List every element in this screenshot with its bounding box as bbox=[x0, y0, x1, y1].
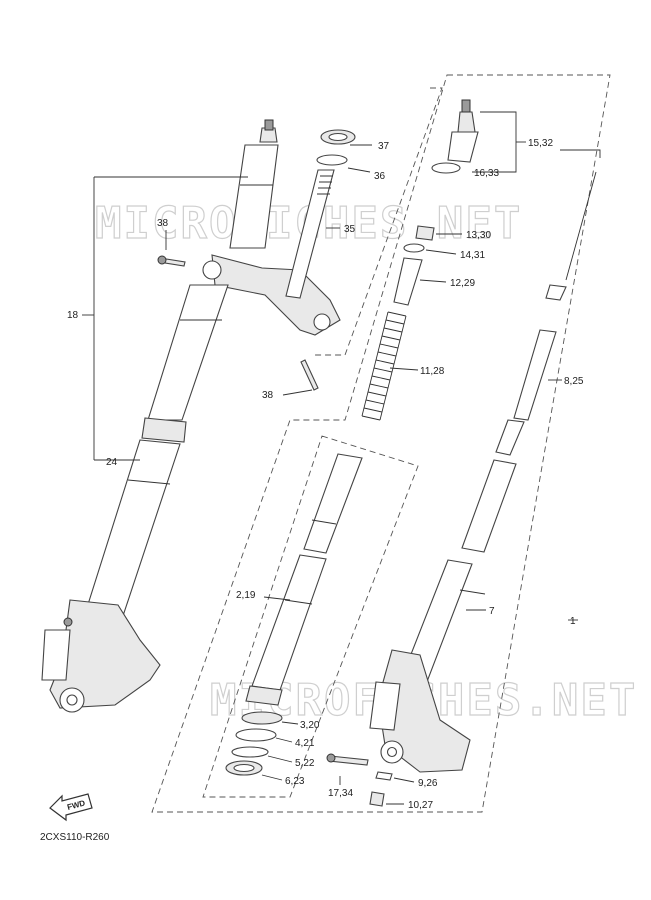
callout-16-33: 16,33 bbox=[474, 168, 499, 179]
callout-15-32: 15,32 bbox=[528, 138, 553, 149]
callout-6-23: 6,23 bbox=[285, 776, 305, 787]
callout-10-27: 10,27 bbox=[408, 800, 433, 811]
callout-7: 7 bbox=[489, 606, 495, 617]
callout-14-31: 14,31 bbox=[460, 250, 485, 261]
group-outline-inner-tube bbox=[202, 435, 419, 798]
callout-17-34: 17,34 bbox=[328, 788, 353, 799]
fork-spring bbox=[361, 311, 407, 421]
diagram-code: 2CXS110-R260 bbox=[40, 832, 110, 843]
callout-8-25: 8,25 bbox=[564, 376, 584, 387]
callout-4-21: 4,21 bbox=[295, 738, 315, 749]
callout-38-upper: 38 bbox=[157, 218, 169, 229]
callout-1: 1 bbox=[570, 616, 576, 627]
group-outline-steering-stem bbox=[312, 87, 443, 356]
callout-36: 36 bbox=[374, 171, 386, 182]
callout-18: 18 bbox=[67, 310, 79, 321]
callout-5-22: 5,22 bbox=[295, 758, 315, 769]
callout-11-28: 11,28 bbox=[420, 366, 445, 377]
callout-24: 24 bbox=[106, 457, 118, 468]
outer-tube-right bbox=[326, 459, 517, 807]
leader-lines bbox=[82, 111, 601, 805]
callout-13-30: 13,30 bbox=[466, 230, 491, 241]
inner-tube-assembly bbox=[225, 453, 363, 776]
callout-labels: 37 36 35 38 38 18 24 15,32 16,33 13,30 1… bbox=[67, 138, 584, 811]
callout-3-20: 3,20 bbox=[300, 720, 320, 731]
damper-parts-center bbox=[361, 99, 597, 456]
callout-9-26: 9,26 bbox=[418, 778, 438, 789]
callout-37: 37 bbox=[378, 141, 390, 152]
fork-assembly-left bbox=[41, 119, 356, 713]
callout-12-29: 12,29 bbox=[450, 278, 475, 289]
callout-35: 35 bbox=[344, 224, 356, 235]
group-outline-outer-tube bbox=[151, 74, 611, 813]
callout-2-19: 2,19 bbox=[236, 590, 256, 601]
callout-38-lower: 38 bbox=[262, 390, 274, 401]
fwd-arrow-icon: FWD bbox=[49, 793, 93, 822]
